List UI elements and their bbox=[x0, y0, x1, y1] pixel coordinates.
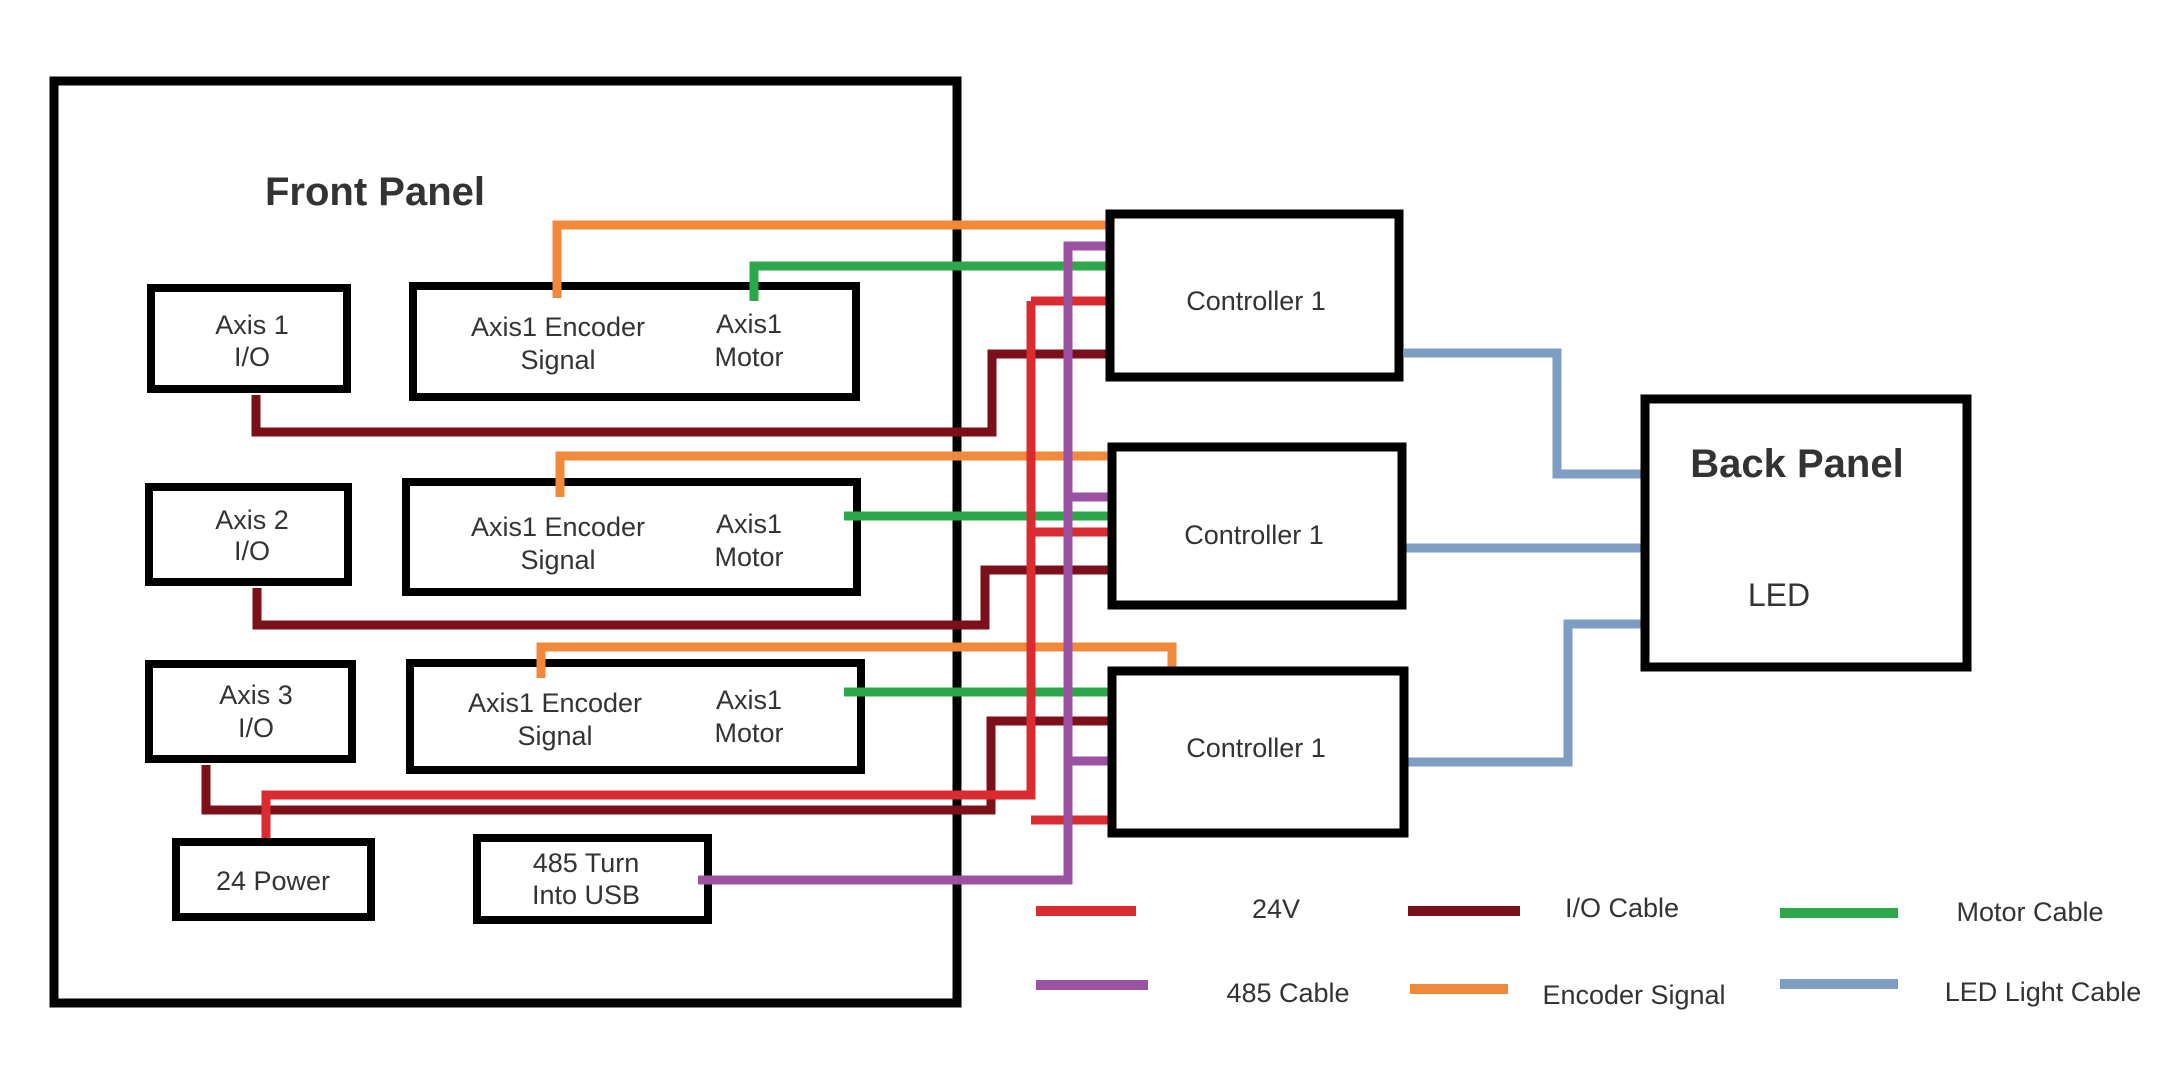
led-wire-1 bbox=[1404, 348, 1650, 479]
axis-2-encoder-label: Axis1 Encoder bbox=[471, 512, 645, 542]
rs485-trunk bbox=[698, 241, 1110, 885]
axis-1-encoder-motor-box: Axis1 Encoder Signal Axis1 Motor bbox=[409, 282, 860, 401]
axis-1-encoder-label: Axis1 Encoder bbox=[471, 312, 645, 342]
axis-3-io-sublabel: I/O bbox=[238, 713, 274, 743]
axis-2-encoder-motor-box: Axis1 Encoder Signal Axis1 Motor bbox=[402, 478, 861, 596]
power-24-box: 24 Power bbox=[172, 838, 375, 921]
led-label: LED bbox=[1748, 577, 1810, 613]
axis-2-motor-label: Axis1 bbox=[716, 509, 782, 539]
axis-3-motor-label: Axis1 bbox=[716, 685, 782, 715]
encoder-wire-2 bbox=[555, 451, 1117, 497]
v24-wires bbox=[261, 296, 1116, 838]
axis-3-encoder-motor-box: Axis1 Encoder Signal Axis1 Motor bbox=[406, 659, 865, 774]
rs485-usb-label: 485 Turn bbox=[533, 848, 640, 878]
axis-2-io-box: Axis 2 I/O bbox=[145, 483, 352, 586]
axis-3-encoder-sublabel: Signal bbox=[517, 721, 592, 751]
v24-trunk bbox=[261, 301, 1036, 838]
power-24-label: 24 Power bbox=[216, 866, 330, 896]
axis-1-io-sublabel: I/O bbox=[234, 342, 270, 372]
legend-label-motor: Motor Cable bbox=[1956, 897, 2103, 927]
controller-1-box: Controller 1 bbox=[1105, 209, 1404, 382]
legend: 24V I/O Cable Motor Cable 485 Cable Enco… bbox=[1036, 893, 2141, 1010]
axis-2-encoder-sublabel: Signal bbox=[520, 545, 595, 575]
controller-3-label: Controller 1 bbox=[1186, 733, 1326, 763]
encoder-wires bbox=[536, 220, 1177, 678]
led-wires bbox=[1400, 348, 1650, 767]
encoder-wire-3 bbox=[536, 642, 1177, 678]
axis-2-io-sublabel: I/O bbox=[234, 536, 270, 566]
motor-wire-1 bbox=[749, 261, 1122, 301]
legend-label-24v: 24V bbox=[1252, 894, 1300, 924]
legend-label-led: LED Light Cable bbox=[1945, 977, 2142, 1007]
front-panel-title: Front Panel bbox=[265, 170, 485, 214]
axis-3-io-box: Axis 3 I/O bbox=[145, 660, 356, 763]
axis-1-io-box: Axis 1 I/O bbox=[147, 284, 351, 393]
led-wire-3 bbox=[1402, 619, 1650, 767]
axis-1-motor-sublabel: Motor bbox=[714, 342, 783, 372]
encoder-wire-1 bbox=[552, 220, 1117, 298]
controller-3-box: Controller 1 bbox=[1107, 666, 1409, 838]
axis-2-io-label: Axis 2 bbox=[215, 505, 289, 535]
back-panel-title: Back Panel bbox=[1690, 442, 1903, 486]
rs485-usb-sublabel: Into USB bbox=[532, 880, 640, 910]
controller-2-label: Controller 1 bbox=[1184, 520, 1324, 550]
legend-label-io: I/O Cable bbox=[1565, 893, 1679, 923]
axis-3-motor-sublabel: Motor bbox=[714, 718, 783, 748]
axis-1-motor-label: Axis1 bbox=[716, 309, 782, 339]
legend-label-485: 485 Cable bbox=[1226, 978, 1349, 1008]
rs485-usb-box: 485 Turn Into USB bbox=[473, 834, 712, 924]
controller-2-box: Controller 1 bbox=[1107, 442, 1407, 610]
axis-3-io-label: Axis 3 bbox=[219, 680, 293, 710]
controller-1-label: Controller 1 bbox=[1186, 286, 1326, 316]
axis-3-encoder-label: Axis1 Encoder bbox=[468, 688, 642, 718]
back-panel-box: Back Panel LED bbox=[1640, 394, 1972, 672]
axis-1-encoder-sublabel: Signal bbox=[520, 345, 595, 375]
axis-1-io-label: Axis 1 bbox=[215, 310, 289, 340]
legend-label-encoder: Encoder Signal bbox=[1542, 980, 1725, 1010]
axis-2-motor-sublabel: Motor bbox=[714, 542, 783, 572]
